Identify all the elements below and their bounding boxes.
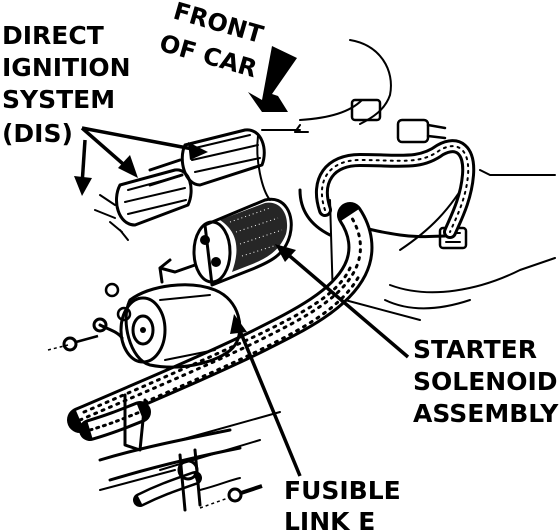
dis-coil-lower [94,168,193,241]
fusible-label-line1: FUSIBLE [284,476,401,505]
fusible-label-line2: LINK E [284,507,375,532]
harness-clamp [98,393,242,512]
solenoid-label-line1: STARTER [413,335,537,364]
mount-bolt-bottom [199,484,263,509]
wiring-harness-loop [298,139,476,239]
dis-label-line3: SYSTEM [2,85,115,114]
dis-leader-arrows [74,126,208,196]
solenoid-leader-arrow [275,244,410,359]
solenoid-label-line3: ASSEMBLY [413,399,559,428]
dis-label-line2: IGNITION [2,53,131,82]
dis-coil-upper [148,128,266,187]
starter-solenoid [158,197,293,287]
dis-label-line4: (DIS) [2,119,73,148]
starter-motor [92,282,242,369]
fusible-leader-arrow [230,314,302,477]
mount-bolt-left [47,334,99,352]
front-direction-arrow [248,46,297,112]
solenoid-label-line2: SOLENOID [413,367,558,396]
dis-label-line1: DIRECT [2,21,104,50]
